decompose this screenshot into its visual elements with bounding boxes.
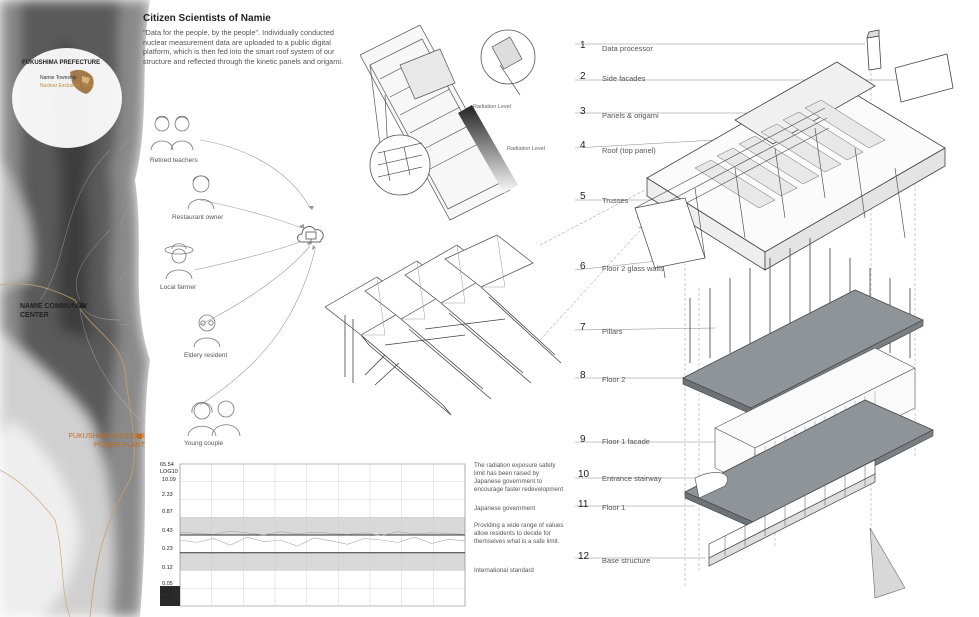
- part-label: Entrance stairway: [602, 474, 662, 483]
- chart-annotation: The radiation exposure safety limit has …: [474, 462, 564, 493]
- part-item: 4: [580, 135, 586, 153]
- chart-series-line: [179, 536, 466, 547]
- part-item: 11: [578, 494, 588, 512]
- roof-detail-drawing: [360, 25, 536, 221]
- part-number: 10: [578, 469, 590, 480]
- chart-annotation: International standard: [474, 567, 534, 574]
- restaurant-owner-icon: [187, 175, 215, 210]
- local-farmer-icon: [164, 243, 194, 280]
- part-label: Base structure: [602, 556, 651, 565]
- power-plant-label: FUKUSHIMA NUCLEAR POWER PLANT: [68, 433, 145, 449]
- inset-title: FUKUSHIMA PREFECTURE: [22, 60, 101, 66]
- elderly-resident-icon: [193, 314, 221, 348]
- ytick-label: 0.43: [162, 528, 173, 534]
- retired-teachers-icon: [150, 115, 194, 151]
- person-label-restaurant-owner: Restaurant owner: [172, 214, 224, 221]
- chart-series-line: [179, 530, 466, 537]
- chart-band: [180, 552, 465, 571]
- part-label: Floor 1 facade: [602, 437, 650, 446]
- part-item: 2: [580, 66, 586, 84]
- part-number: 7: [580, 322, 586, 333]
- inset-zone-label: Nuclear Exclusion Zone: [40, 83, 93, 89]
- part-item: 7: [580, 317, 586, 335]
- ytick-label: 0.12: [162, 565, 173, 571]
- chart-yaxis-bottom-label: μSv/h 0.03: [160, 589, 180, 603]
- part-label: Floor 1: [602, 503, 626, 512]
- part-number: 11: [578, 499, 589, 510]
- chart-annotation: Providing a wide range of values allow r…: [474, 522, 564, 545]
- part-number: 5: [580, 191, 586, 202]
- ytick-label: 10.09: [162, 477, 176, 483]
- young-couple-icon: [187, 400, 241, 437]
- person-label-young-couple: Young couple: [184, 440, 224, 447]
- part-label: Pillars: [602, 327, 623, 336]
- part-label: Roof (top panel): [602, 146, 656, 155]
- part-item: 9: [580, 429, 586, 447]
- part-item: 12: [578, 546, 589, 564]
- part-item: 5: [580, 186, 586, 204]
- ytick-label: 0.87: [162, 509, 173, 515]
- ytick-unit-bottom: μSv/h: [160, 589, 175, 595]
- page-title: Citizen Scientists of Namie: [143, 13, 271, 24]
- part-label: Panels & origami: [602, 111, 659, 120]
- radiation-level-label-top: Radiation Level: [473, 104, 511, 110]
- community-center-text: NAMIE COMMUNITY CENTER: [20, 303, 88, 319]
- person-label-local-farmer: Local farmer: [160, 284, 197, 291]
- part-number: 4: [580, 140, 586, 151]
- part-item: 1: [580, 35, 586, 53]
- part-number: 3: [580, 106, 586, 117]
- chart-axis-bar: [160, 586, 180, 606]
- radiation-chart: [160, 463, 466, 607]
- power-plant-marker-icon: [137, 434, 142, 439]
- part-label: Floor 2 glass walls: [602, 264, 664, 273]
- part-label: Floor 2: [602, 375, 626, 384]
- ytick-label: 0.03: [160, 596, 171, 602]
- detail-leader-lines: [540, 189, 646, 341]
- person-label-elderly-resident: Eldery resident: [184, 352, 228, 359]
- exploded-axonometric-building: [575, 29, 954, 599]
- cloud-server-icon: [297, 226, 324, 243]
- prefecture-inset-map: FUKUSHIMA PREFECTURE Namie Township Nucl…: [12, 48, 122, 148]
- chart-band: [180, 517, 465, 535]
- person-label-retired-teachers: Retired teachers: [150, 157, 198, 164]
- community-center-marker-icon: [78, 302, 86, 308]
- page-description: "Data for the people, by the people". In…: [143, 28, 343, 66]
- part-number: 8: [580, 370, 586, 381]
- community-center-label: NAMIE COMMUNITY CENTER: [20, 302, 90, 320]
- inset-township-label: Namie Township: [40, 75, 77, 81]
- kinetic-panels-drawing: [325, 235, 562, 416]
- ytick-unit-top: LOG10: [160, 469, 178, 475]
- data-flow-arrows: [120, 139, 316, 406]
- part-number: 1: [580, 40, 586, 51]
- part-number: 12: [578, 551, 590, 562]
- ytick-label: 0.05: [162, 581, 173, 587]
- ytick-label: 2.33: [162, 492, 173, 498]
- radiation-level-label-bottom: Radiation Level: [507, 146, 545, 152]
- part-label: Side facades: [602, 74, 646, 83]
- part-item: 8: [580, 365, 586, 383]
- ytick-label: 0.23: [162, 546, 173, 552]
- part-label: Data processor: [602, 44, 653, 53]
- part-number: 9: [580, 434, 586, 445]
- chart-annotation: Japanese government: [474, 505, 536, 512]
- part-item: 3: [580, 101, 586, 119]
- part-item: 10: [578, 464, 589, 482]
- ytick-label: 65.54: [160, 462, 174, 468]
- part-number: 6: [580, 261, 586, 272]
- part-number: 2: [580, 71, 586, 82]
- part-label: Trusses: [602, 196, 629, 205]
- part-item: 6: [580, 256, 586, 274]
- chart-yaxis-top-label: 65.54 LOG10: [160, 462, 180, 476]
